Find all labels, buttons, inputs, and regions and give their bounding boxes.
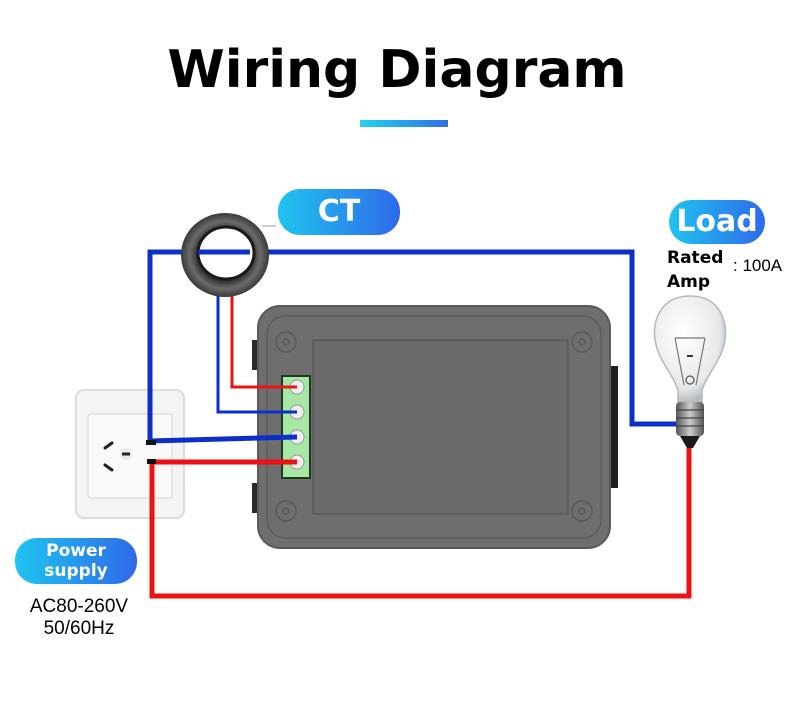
meter-module xyxy=(252,305,618,549)
current-transformer xyxy=(181,213,276,297)
socket-neutral-pin xyxy=(146,440,156,445)
ct-wire-blue xyxy=(216,290,297,414)
ct-wire-red xyxy=(230,290,297,389)
rated-line2: Amp xyxy=(667,272,711,292)
neutral-wire xyxy=(147,249,683,444)
power-line1: Power xyxy=(46,541,106,561)
rated-amp-label: Rated Amp xyxy=(667,246,723,294)
power-socket xyxy=(75,389,185,519)
title-underline xyxy=(360,120,448,127)
power-supply-label: Power supply xyxy=(15,538,137,584)
load-label: Load xyxy=(669,200,765,244)
light-bulb xyxy=(653,295,727,448)
spec-voltage: AC80-260V xyxy=(29,596,129,617)
ct-label: CT xyxy=(278,189,400,235)
page-title: Wiring Diagram xyxy=(167,40,627,100)
live-wire xyxy=(149,448,692,599)
spec-frequency: 50/60Hz xyxy=(43,618,115,639)
rated-line1: Rated xyxy=(667,248,724,268)
power-line2: supply xyxy=(44,561,108,581)
socket-live-pin xyxy=(147,459,156,464)
power-spec: AC80-260V 50/60Hz xyxy=(24,596,134,640)
rated-amp-value: : 100A xyxy=(733,256,783,275)
